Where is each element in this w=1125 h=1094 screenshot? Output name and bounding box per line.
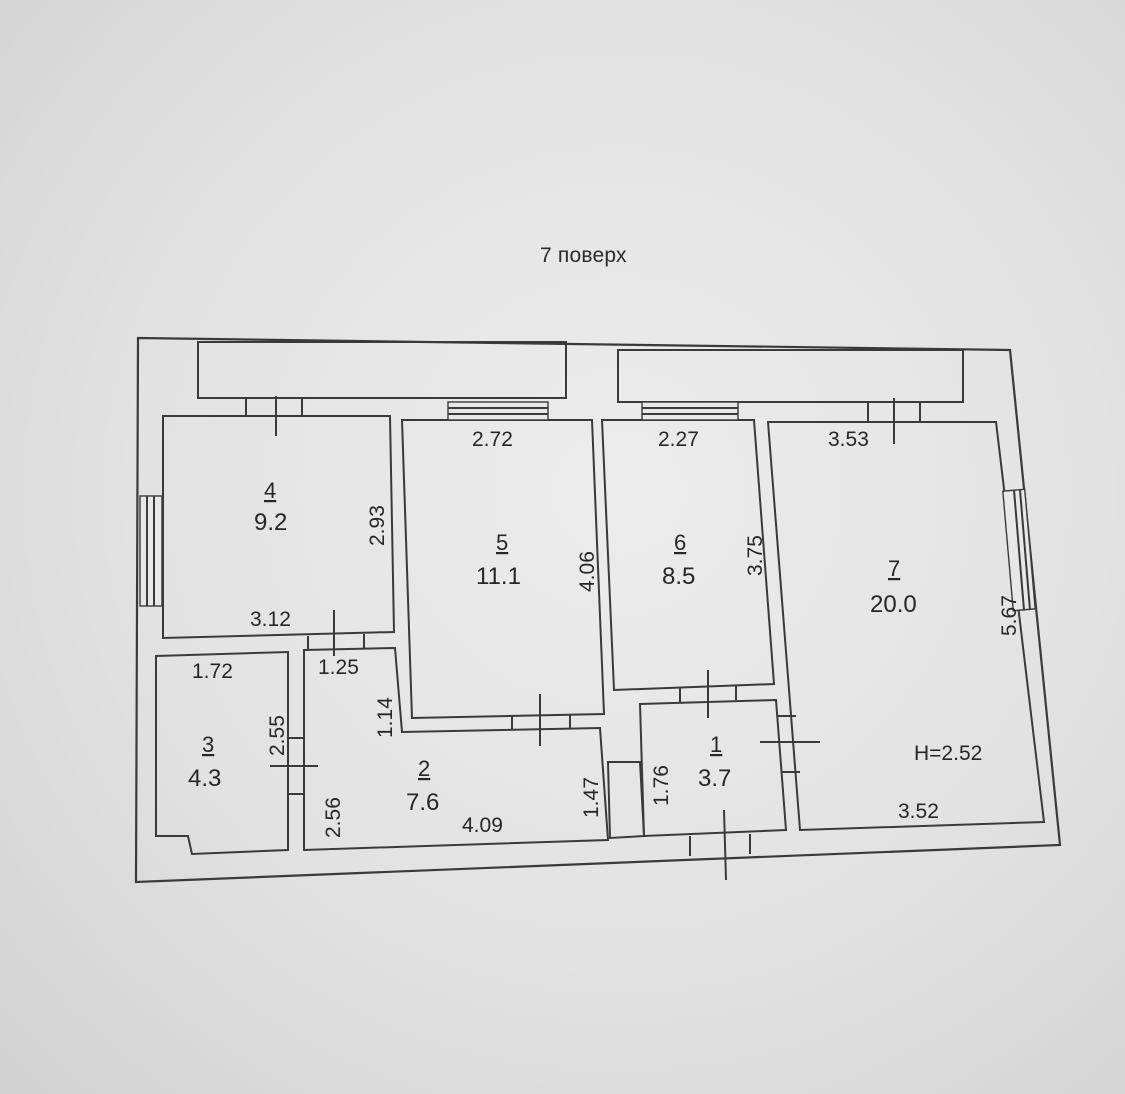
balcony-right [617,349,964,403]
door-entrance [689,809,751,881]
room-3-outline [155,650,289,856]
dim-room-6-width: 2.27 [658,428,699,451]
dim-room-2-width: 4.09 [462,814,503,837]
room-2-area: 7.6 [406,789,439,816]
room-1-number: 1 [710,732,722,757]
window-left-4 [139,495,163,607]
door-room-7 [760,715,820,773]
room-2-number: 2 [418,756,430,781]
door-room-6 [679,670,737,718]
floor-title: 7 поверх [540,244,627,267]
window-top-5 [447,401,549,421]
dim-room-7-width: 3.53 [828,428,869,451]
room-5-number: 5 [496,530,508,555]
dim-room-2-height-top: 1.14 [374,697,397,738]
dim-room-7-height: 5.67 [998,595,1021,636]
room-2-outline [303,646,610,852]
room-7-area: 20.0 [870,591,917,618]
corridor-outline [606,761,646,840]
ceiling-height: H=2.52 [914,742,982,765]
dim-room-4-height: 2.93 [366,505,389,546]
window-top-6 [641,401,739,421]
room-4-outline [162,415,396,640]
dim-room-2-height-left: 2.56 [322,797,345,838]
dim-room-7-bottom: 3.52 [898,800,939,823]
room-5-area: 11.1 [476,563,521,590]
dim-room-3-height: 2.55 [266,715,289,756]
room-6-area: 8.5 [662,563,695,590]
room-4-area: 9.2 [254,509,287,536]
dim-room-4-width: 3.12 [250,608,291,631]
outer-wall [134,336,1062,884]
door-room-4 [307,610,365,656]
room-7-number: 7 [888,556,900,581]
room-6-number: 6 [674,530,686,555]
dim-room-5-height: 4.06 [576,551,599,592]
dim-room-1-height: 1.76 [650,765,673,806]
dim-room-3-width: 1.72 [192,660,233,683]
dim-room-6-height: 3.75 [744,535,767,576]
room-1-area: 3.7 [698,765,731,792]
room-1-outline [638,698,788,838]
dim-room-2-width-top: 1.25 [318,656,359,679]
room-3-area: 4.3 [188,765,221,792]
door-balcony-7 [867,398,921,444]
door-room-5 [511,694,571,746]
dim-room-5-width: 2.72 [472,428,513,451]
dim-room-2-height-right: 1.47 [580,777,603,818]
door-room-3 [270,737,318,795]
window-right-7 [1002,488,1036,612]
door-balcony-4 [245,396,303,436]
room-3-number: 3 [202,732,214,757]
room-4-number: 4 [264,478,276,503]
balcony-left [197,341,567,399]
